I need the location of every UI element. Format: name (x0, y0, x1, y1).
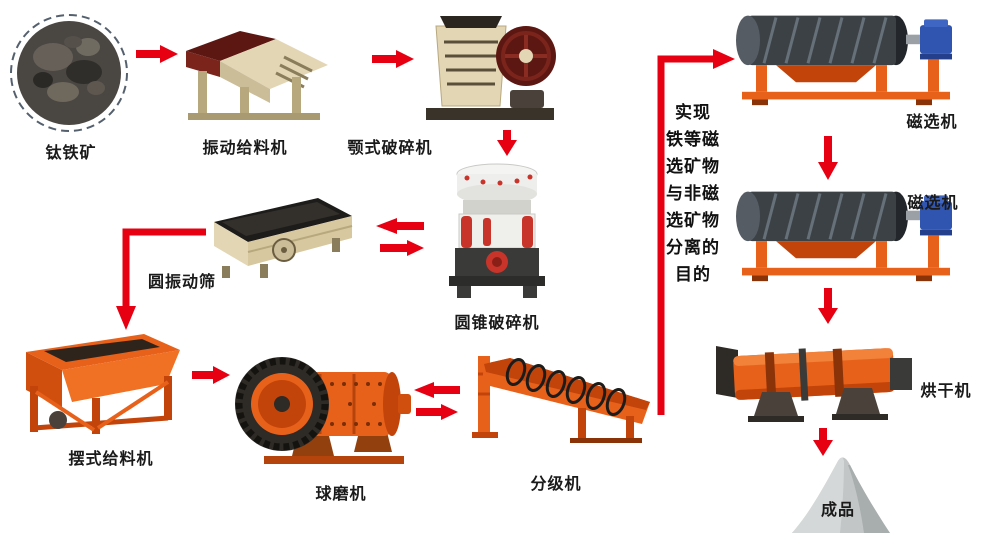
arrow-pendulum-feeder-to-ball-mill (192, 366, 230, 384)
label-cone-crusher: 圆锥破碎机 (454, 315, 540, 332)
arrow-cone-crusher-to-screen (376, 218, 424, 234)
vibrating-screen-illustration (214, 198, 353, 278)
rotary-dryer-illustration (716, 346, 912, 422)
magnetic-separator-1 (728, 8, 963, 108)
vibrating-screen (200, 192, 372, 284)
annotation-line: 与非磁 (666, 184, 720, 203)
pendulum-feeder (18, 328, 188, 438)
magnetic-separator-1-illustration (736, 15, 952, 106)
arrow-ball-mill-to-classifier (416, 404, 458, 420)
product-pile (786, 455, 894, 537)
arrow-jaw-crusher-to-cone-crusher (497, 130, 517, 156)
label-magnetic-separator-2: 磁选机 (907, 195, 959, 212)
label-vibrating-feeder: 振动给料机 (202, 140, 288, 157)
arrow-classifier-to-ball-mill (414, 382, 460, 398)
label-jaw-crusher: 颚式破碎机 (347, 140, 433, 157)
spiral-classifier (458, 350, 656, 445)
magnetic-separator-2 (728, 184, 963, 284)
vibrating-feeder (180, 25, 332, 125)
product-pile-illustration (792, 457, 890, 533)
annotation-line: 分离的 (666, 238, 720, 257)
label-vibrating-screen: 圆振动筛 (147, 274, 216, 291)
separation-purpose-note: 实现 铁等磁 选矿物 与非磁 选矿物 分离的 目的 (662, 99, 724, 288)
pendulum-feeder-illustration (26, 334, 180, 434)
ball-mill (228, 342, 413, 472)
annotation-line: 实现 (675, 103, 711, 122)
cone-crusher-illustration (449, 163, 545, 298)
arrow-feeder-to-jaw-crusher (372, 50, 414, 68)
arrow-screen-to-pendulum-feeder (116, 228, 206, 330)
label-pendulum-feeder: 摆式给料机 (68, 451, 154, 468)
rotary-dryer (714, 326, 914, 426)
annotation-line: 铁等磁 (666, 130, 720, 149)
vibrating-feeder-illustration (186, 31, 328, 120)
arrow-screen-to-cone-crusher (380, 240, 424, 256)
magnetic-separator-2-illustration (736, 191, 952, 282)
jaw-crusher (418, 8, 563, 128)
arrow-ore-to-feeder (136, 45, 178, 63)
ore-illustration (10, 14, 128, 132)
label-dryer: 烘干机 (920, 383, 972, 400)
arrow-dryer-to-product (813, 428, 833, 456)
arrow-separator-2-to-dryer (818, 288, 838, 324)
spiral-classifier-illustration (472, 356, 650, 443)
jaw-crusher-illustration (426, 16, 556, 120)
label-ball-mill: 球磨机 (315, 486, 367, 503)
annotation-line: 目的 (675, 265, 711, 284)
label-product: 成品 (820, 502, 855, 519)
arrow-separator-1-to-separator-2 (818, 136, 838, 180)
arrow-classifier-to-magnetic-separator-1 (657, 49, 735, 415)
label-magnetic-separator-1: 磁选机 (906, 114, 958, 131)
ore-photo (8, 12, 130, 134)
cone-crusher (443, 158, 551, 303)
label-classifier: 分级机 (530, 476, 582, 493)
annotation-line: 选矿物 (666, 211, 720, 230)
annotation-line: 选矿物 (666, 157, 720, 176)
ball-mill-illustration (235, 357, 411, 464)
label-ore: 钛铁矿 (45, 145, 97, 162)
